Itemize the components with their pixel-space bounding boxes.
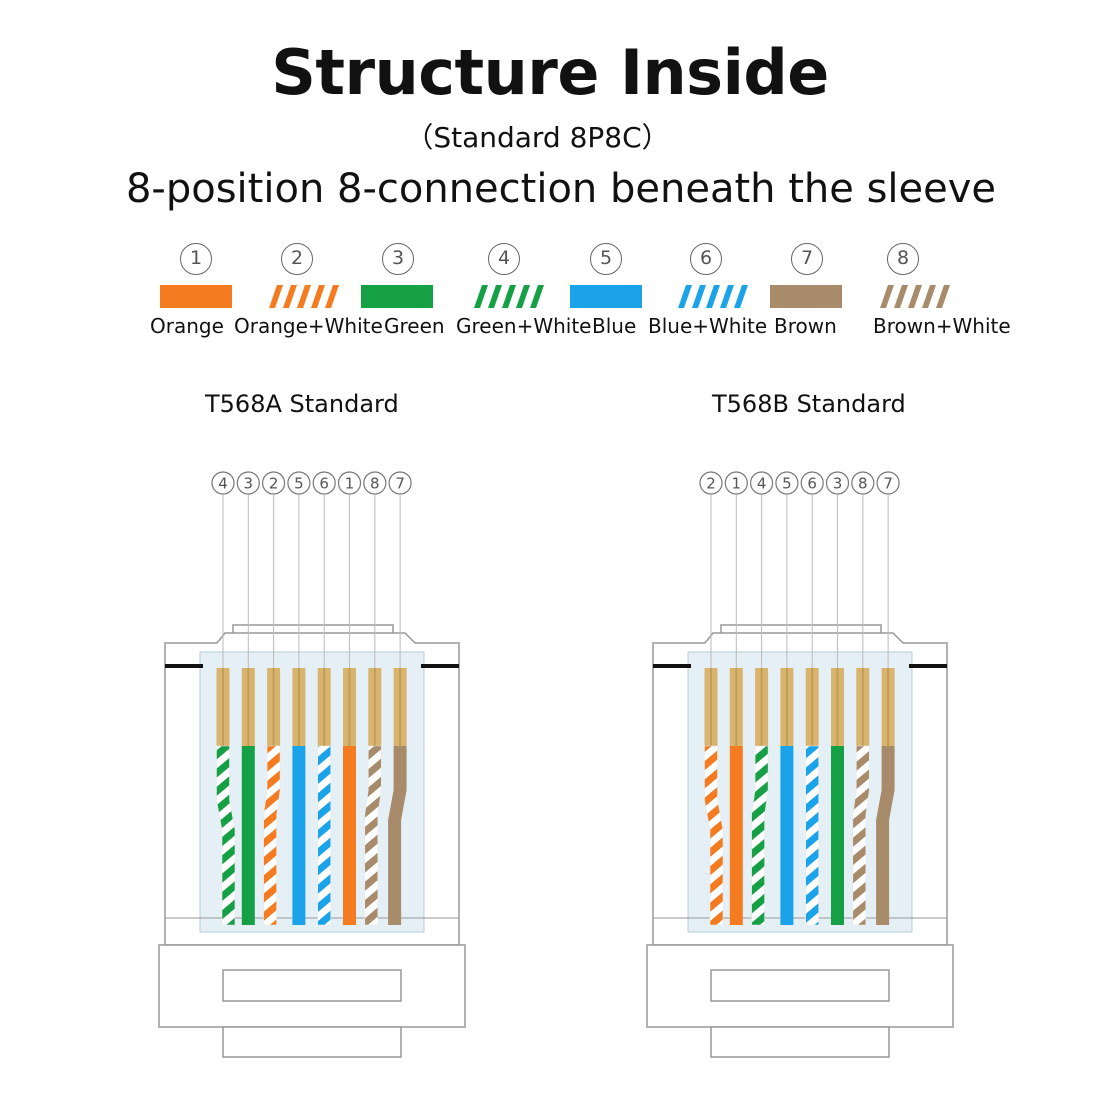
legend-number-2: 2 [281, 243, 313, 275]
legend-number-3: 3 [382, 243, 414, 275]
t568b-title: T568B Standard [712, 390, 906, 418]
pin-6-wire-1: 1 [337, 471, 362, 925]
legend-swatch-8 [880, 285, 950, 308]
subtitle: （Standard 8P8C） [405, 121, 670, 154]
pin-1-wire-4: 4 [211, 471, 236, 926]
t568a-title: T568A Standard [205, 390, 399, 418]
svg-text:7: 7 [395, 475, 405, 493]
pin-2-wire-1: 1 [724, 471, 748, 925]
description: 8-position 8-connection beneath the slee… [125, 166, 997, 212]
svg-text:4: 4 [757, 475, 767, 493]
legend-label-2: Orange+White [234, 314, 383, 338]
pin-8-wire-7: 7 [388, 471, 412, 925]
legend-number-5: 5 [590, 243, 622, 275]
pin-1-wire-2: 2 [699, 471, 724, 926]
svg-text:8: 8 [858, 475, 868, 493]
pin-7-wire-8: 8 [363, 471, 387, 926]
svg-text:5: 5 [782, 475, 792, 493]
legend-swatch-2 [269, 285, 339, 308]
page-title: Structure Inside [271, 36, 829, 109]
legend-number-6: 6 [690, 243, 722, 275]
svg-text:6: 6 [807, 475, 817, 493]
svg-text:7: 7 [883, 475, 893, 493]
legend-number-7: 7 [791, 243, 823, 275]
legend-label-7: Brown [774, 314, 837, 338]
svg-text:5: 5 [294, 475, 304, 493]
svg-text:4: 4 [218, 475, 228, 493]
pin-2-wire-3: 3 [236, 471, 260, 925]
legend-swatch-1 [160, 285, 232, 308]
legend-label-8: Brown+White [873, 314, 1011, 338]
legend-label-3: Green [384, 314, 445, 338]
pin-5-wire-6: 6 [312, 471, 336, 926]
svg-text:1: 1 [345, 475, 355, 493]
legend-swatch-6 [678, 285, 748, 308]
legend-number-1: 1 [180, 243, 212, 275]
legend-swatch-3 [361, 285, 433, 308]
legend-label-6: Blue+White [648, 314, 768, 338]
legend-label-1: Orange [150, 314, 224, 338]
pin-3-wire-4: 4 [749, 471, 774, 926]
legend-swatches [160, 285, 950, 308]
pin-7-wire-8: 8 [851, 471, 875, 926]
svg-text:6: 6 [319, 475, 329, 493]
legend-label-5: Blue [592, 314, 637, 338]
legend-number-8: 8 [887, 243, 919, 275]
pin-4-wire-5: 5 [775, 471, 799, 925]
svg-text:3: 3 [833, 475, 843, 493]
legend-label-4: Green+White [456, 314, 592, 338]
pin-4-wire-5: 5 [287, 471, 311, 925]
svg-text:1: 1 [732, 475, 742, 493]
svg-text:3: 3 [244, 475, 254, 493]
pin-5-wire-6: 6 [800, 471, 824, 926]
legend-swatch-5 [570, 285, 642, 308]
legend-number-4: 4 [488, 243, 520, 275]
svg-text:8: 8 [370, 475, 380, 493]
pin-3-wire-2: 2 [262, 471, 286, 926]
svg-text:2: 2 [269, 475, 279, 493]
legend-swatch-4 [474, 285, 544, 308]
svg-text:2: 2 [706, 475, 716, 493]
pin-8-wire-7: 7 [876, 471, 900, 925]
legend-swatch-7 [770, 285, 842, 308]
pin-6-wire-3: 3 [825, 471, 850, 925]
